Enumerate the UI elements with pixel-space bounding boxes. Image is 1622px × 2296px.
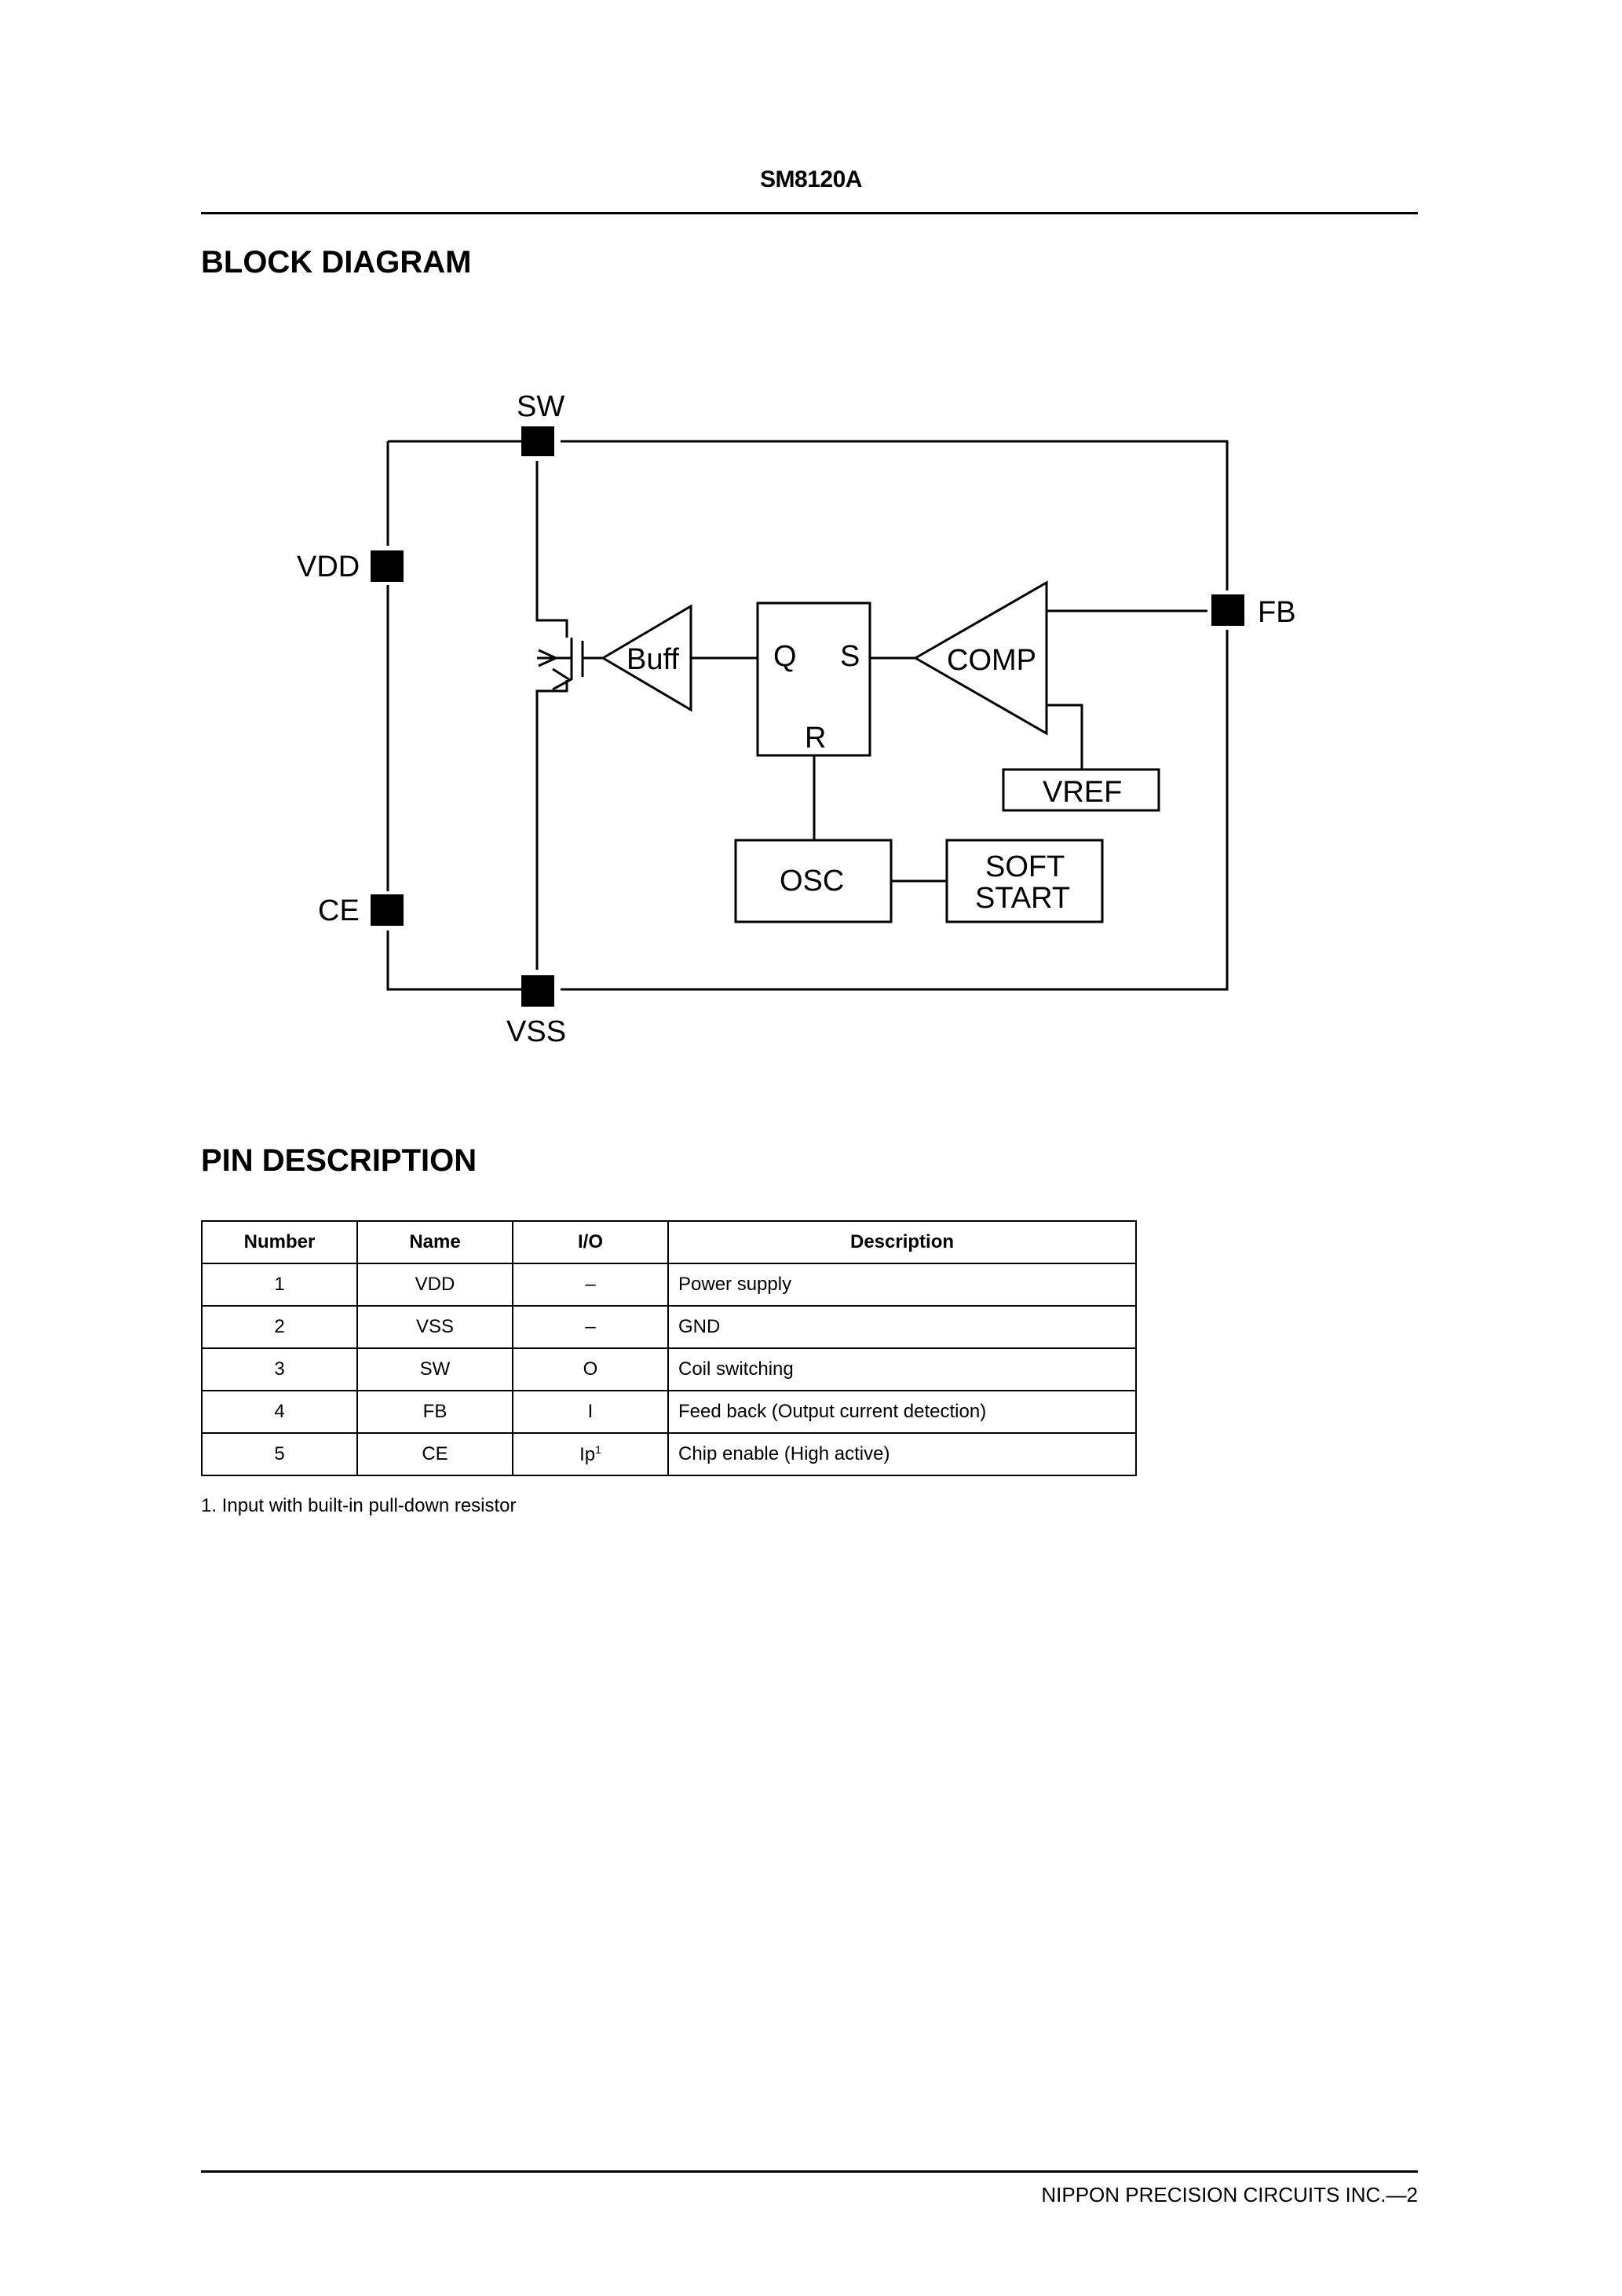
cell-name: CE <box>356 1432 513 1476</box>
ff-q-label: Q <box>773 640 797 673</box>
table-row: 2 VSS – GND <box>201 1305 1137 1349</box>
ff-s-label: S <box>840 640 860 673</box>
vref-block <box>1002 768 1160 812</box>
vref-label: VREF <box>1043 776 1122 809</box>
column-header-number: Number <box>201 1220 358 1264</box>
transistor-arrow-icon <box>552 667 572 691</box>
pin-ce-square <box>371 894 404 926</box>
pin-fb-label: FB <box>1258 596 1296 629</box>
cell-description: Feed back (Output current detection) <box>667 1390 1137 1434</box>
chip-outline <box>386 440 1229 991</box>
io-value: Ip <box>579 1443 596 1465</box>
pin-vdd-square <box>371 550 404 582</box>
footnote-mark: 1 <box>595 1442 601 1456</box>
pin-vss-square <box>521 975 554 1007</box>
block-diagram-heading: BLOCK DIAGRAM <box>201 245 472 280</box>
cell-number: 2 <box>201 1305 358 1349</box>
pin-vdd-label: VDD <box>297 550 360 583</box>
cell-number: 4 <box>201 1390 358 1434</box>
cell-name: SW <box>356 1347 513 1391</box>
pin-sw-label: SW <box>517 390 564 423</box>
cell-number: 3 <box>201 1347 358 1391</box>
column-header-description: Description <box>667 1220 1137 1264</box>
cell-name: FB <box>356 1390 513 1434</box>
header-rule <box>201 212 1418 214</box>
comp-label: COMP <box>947 644 1036 677</box>
ff-r-label: R <box>805 722 826 755</box>
cell-io: – <box>512 1305 669 1349</box>
block-diagram: SW VDD FB CE VSS Buff Q S R COMP VREF OS… <box>297 390 1296 1048</box>
table-header-row: Number Name I/O Description <box>201 1220 1137 1264</box>
pin-description-heading: PIN DESCRIPTION <box>201 1143 477 1178</box>
table-row: 5 CE Ip1 Chip enable (High active) <box>201 1432 1137 1476</box>
pin-ce-label: CE <box>318 894 360 927</box>
soft-label: SOFT <box>985 850 1065 883</box>
vss-line <box>535 680 568 970</box>
cell-number: 5 <box>201 1432 358 1476</box>
cell-description: Chip enable (High active) <box>667 1432 1137 1476</box>
transistor-body-arrow-icon <box>538 649 559 667</box>
table-row: 3 SW O Coil switching <box>201 1347 1137 1391</box>
header-part-number: SM8120A <box>760 166 862 192</box>
buff-label: Buff <box>627 643 679 676</box>
table-row: 4 FB I Feed back (Output current detecti… <box>201 1390 1137 1434</box>
footnote: 1. Input with built-in pull-down resisto… <box>201 1495 517 1516</box>
cell-io: O <box>512 1347 669 1391</box>
comp-triangle <box>912 580 1048 736</box>
pin-vss-label: VSS <box>506 1015 566 1048</box>
footer-text: NIPPON PRECISION CIRCUITS INC.—2 <box>1041 2183 1418 2206</box>
cell-number: 1 <box>201 1263 358 1307</box>
column-header-name: Name <box>356 1220 513 1264</box>
cell-description: GND <box>667 1305 1137 1349</box>
soft-start-block <box>945 839 1104 923</box>
start-label: START <box>975 882 1070 915</box>
cell-io: – <box>512 1263 669 1307</box>
footer-rule <box>201 2170 1418 2173</box>
comp-vref-wire <box>1047 704 1083 770</box>
cell-name: VSS <box>356 1305 513 1349</box>
column-header-io: I/O <box>512 1220 669 1264</box>
cell-io: Ip1 <box>512 1432 669 1476</box>
cell-name: VDD <box>356 1263 513 1307</box>
table-row: 1 VDD – Power supply <box>201 1263 1137 1307</box>
pin-sw-square <box>521 426 554 456</box>
cell-description: Coil switching <box>667 1347 1137 1391</box>
pin-fb-square <box>1211 594 1244 626</box>
pin-table: Number Name I/O Description 1 VDD – Powe… <box>201 1220 1137 1476</box>
cell-description: Power supply <box>667 1263 1137 1307</box>
cell-io: I <box>512 1390 669 1434</box>
osc-label: OSC <box>780 865 844 898</box>
sw-line <box>535 461 568 638</box>
